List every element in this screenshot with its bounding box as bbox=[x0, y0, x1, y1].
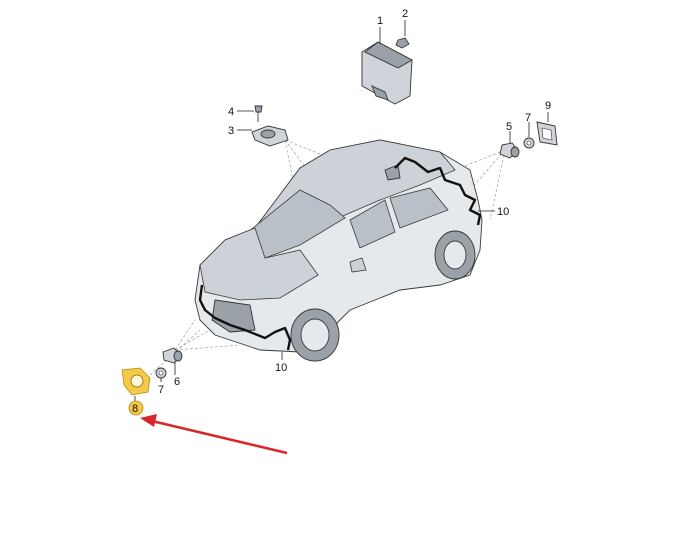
callout-3: 3 bbox=[228, 125, 234, 137]
callout-5: 5 bbox=[506, 121, 512, 133]
part-bracket bbox=[251, 125, 289, 147]
callout-8-badge bbox=[128, 400, 144, 416]
callout-6: 6 bbox=[174, 376, 180, 388]
callout-10-front: 10 bbox=[275, 362, 287, 374]
wiring-harness-front bbox=[198, 284, 292, 351]
car-illustration bbox=[194, 139, 483, 362]
red-pointer-arrow bbox=[140, 414, 288, 455]
callout-2: 2 bbox=[402, 8, 408, 20]
part-control-unit bbox=[361, 41, 413, 105]
callout-1: 1 bbox=[377, 15, 383, 27]
part-nut bbox=[395, 37, 410, 49]
callout-7-rear: 7 bbox=[525, 112, 531, 124]
part-sensor-holder-front bbox=[121, 367, 151, 396]
part-holder-rear bbox=[536, 121, 558, 146]
callout-10-rear: 10 bbox=[497, 206, 509, 218]
callout-labels: 1 2 4 3 5 7 9 10 10 6 7 8 bbox=[128, 8, 551, 416]
wiring-harness-rear bbox=[394, 156, 482, 226]
callout-4: 4 bbox=[228, 106, 234, 118]
part-screw bbox=[254, 105, 263, 122]
part-sealing-ring-rear bbox=[523, 137, 535, 149]
callout-7-front: 7 bbox=[158, 384, 164, 396]
leader-lines bbox=[134, 20, 549, 402]
part-sealing-ring-front bbox=[155, 367, 167, 379]
callout-9: 9 bbox=[545, 100, 551, 112]
part-rear-sensor bbox=[499, 142, 520, 159]
part-front-sensor bbox=[162, 347, 183, 364]
callout-8: 8 bbox=[132, 403, 138, 415]
